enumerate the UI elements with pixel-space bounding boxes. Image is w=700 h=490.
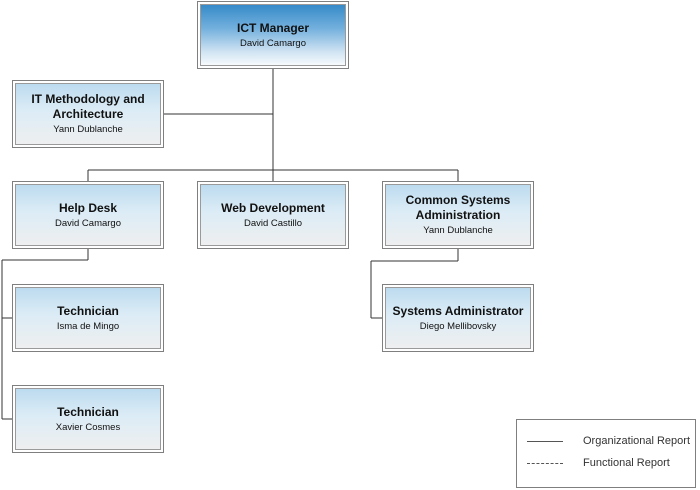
node-person: Yann Dublanche — [423, 225, 493, 236]
node-systems-administrator[interactable]: Systems Administrator Diego Mellibovsky — [382, 284, 534, 352]
legend-row-functional: Functional Report — [527, 456, 670, 470]
node-title: Help Desk — [58, 200, 118, 215]
node-title: Web Development — [221, 200, 325, 215]
node-web-development[interactable]: Web Development David Castillo — [197, 181, 349, 249]
node-person: Isma de Mingo — [56, 320, 120, 332]
node-ict-manager[interactable]: ICT Manager David Camargo — [197, 1, 349, 69]
legend-label: Functional Report — [583, 457, 670, 469]
legend-row-organizational: Organizational Report — [527, 434, 690, 448]
legend-label: Organizational Report — [583, 435, 691, 447]
node-person: David Camargo — [240, 37, 306, 49]
dashed-line-swatch — [527, 462, 563, 464]
node-help-desk[interactable]: Help Desk David Camargo — [12, 181, 164, 249]
solid-line-swatch — [527, 440, 563, 442]
node-title: ICT Manager — [236, 20, 309, 35]
node-title: Technician — [57, 303, 119, 318]
node-title: Systems Administrator — [392, 303, 524, 318]
node-it-methodology[interactable]: IT Methodology and Architecture Yann Dub… — [12, 80, 164, 148]
node-technician-1[interactable]: Technician Isma de Mingo — [12, 284, 164, 352]
node-technician-2[interactable]: Technician Xavier Cosmes — [12, 385, 164, 453]
node-person: David Camargo — [55, 217, 121, 229]
node-title: IT Methodology and Architecture — [31, 92, 145, 121]
node-person: Yann Dublanche — [53, 124, 123, 135]
legend: Organizational Report Functional Report — [516, 419, 696, 488]
node-person: David Castillo — [243, 217, 303, 229]
node-common-systems[interactable]: Common Systems Administration Yann Dubla… — [382, 181, 534, 249]
node-title: Technician — [57, 404, 119, 419]
node-person: Diego Mellibovsky — [419, 320, 497, 332]
node-person: Xavier Cosmes — [55, 421, 121, 433]
node-title: Common Systems Administration — [405, 193, 511, 222]
